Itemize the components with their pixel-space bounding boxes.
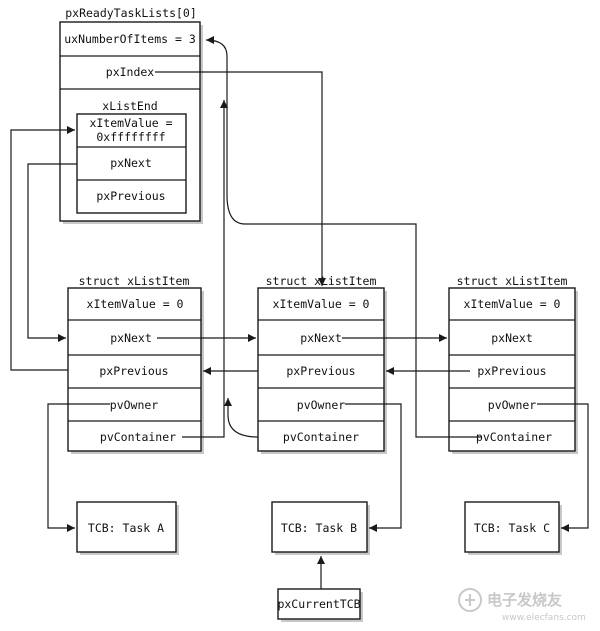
list-item-1-title: struct xListItem	[79, 274, 190, 288]
px-index-arrow	[155, 71, 326, 286]
current-tcb: pxCurrentTCB	[277, 588, 363, 622]
list-item-3-box	[448, 287, 576, 452]
list-item-3-item-value: xItemValue = 0	[464, 297, 561, 311]
tcb-task-a: TCB: Task A	[76, 501, 179, 555]
list-item-1-container: pvContainer	[100, 430, 176, 444]
item3-container-arrow	[205, 36, 481, 438]
ready-list-title: pxReadyTaskLists[0]	[65, 6, 197, 20]
list-item-2-previous: pxPrevious	[286, 364, 355, 378]
current-tcb-box	[277, 588, 361, 620]
list-end-item-value: xItemValue =	[89, 116, 172, 130]
list-item-3-next: pxNext	[491, 331, 533, 345]
tcb-task-b: TCB: Task B	[271, 501, 370, 555]
list-item-2-box	[257, 287, 385, 452]
number-of-items-field: uxNumberOfItems = 3	[64, 32, 196, 46]
list-end-item-value-hex: 0xffffffff	[96, 130, 165, 144]
list-item-1-previous: pxPrevious	[99, 364, 168, 378]
list-end-title: xListEnd	[102, 99, 157, 113]
list-item-3: struct xListItem xItemValue = 0 pxNext p…	[448, 274, 578, 454]
current-tcb-label: pxCurrentTCB	[277, 597, 360, 611]
item1-previous-arrow	[10, 126, 75, 371]
watermark-logo-mark	[465, 594, 475, 606]
list-item-3-title: struct xListItem	[457, 274, 568, 288]
watermark: 电子发烧友 www.elecfans.com	[458, 588, 586, 623]
px-index-field: pxIndex	[106, 65, 155, 79]
list-item-3-container: pvContainer	[476, 430, 552, 444]
tcb-task-b-box	[271, 501, 368, 553]
list-end-previous-field: pxPrevious	[96, 189, 165, 203]
item2-container-arrow	[224, 398, 259, 438]
tcb-task-c: TCB: Task C	[464, 501, 562, 555]
ready-task-list: pxReadyTaskLists[0] uxNumberOfItems = 3 …	[59, 6, 203, 224]
list-item-1-owner: pvOwner	[110, 398, 159, 412]
watermark-sub: www.elecfans.com	[502, 613, 586, 623]
item1-container-arrow	[182, 100, 228, 438]
list-item-2-item-value: xItemValue = 0	[273, 297, 370, 311]
list-item-1: struct xListItem xItemValue = 0 pxNext p…	[67, 274, 204, 454]
item3-owner-arrow	[537, 403, 589, 532]
list-item-2-title: struct xListItem	[266, 274, 377, 288]
list-end: xItemValue = 0xffffffff pxNext pxPreviou…	[76, 113, 187, 214]
item1-owner-arrow	[47, 403, 110, 532]
list-end-next-arrow	[27, 163, 77, 342]
list-item-2-container: pvContainer	[283, 430, 359, 444]
tcb-task-a-label: TCB: Task A	[88, 521, 164, 535]
tcb-task-c-box	[464, 501, 560, 553]
tcb-task-b-label: TCB: Task B	[281, 521, 357, 535]
connectors	[10, 36, 589, 589]
list-item-2: struct xListItem xItemValue = 0 pxNext p…	[257, 274, 387, 454]
list-end-next-field: pxNext	[110, 156, 152, 170]
list-item-1-item-value: xItemValue = 0	[87, 297, 184, 311]
list-item-1-next: pxNext	[110, 331, 152, 345]
tcb-task-c-label: TCB: Task C	[474, 521, 550, 535]
list-item-2-next: pxNext	[300, 331, 342, 345]
list-item-2-owner: pvOwner	[297, 398, 346, 412]
watermark-logo-icon	[458, 588, 482, 612]
item2-owner-arrow	[345, 403, 402, 532]
list-item-3-owner: pvOwner	[488, 398, 537, 412]
watermark-text: 电子发烧友	[487, 591, 562, 609]
list-item-3-previous: pxPrevious	[477, 364, 546, 378]
tcb-task-a-box	[76, 501, 177, 553]
